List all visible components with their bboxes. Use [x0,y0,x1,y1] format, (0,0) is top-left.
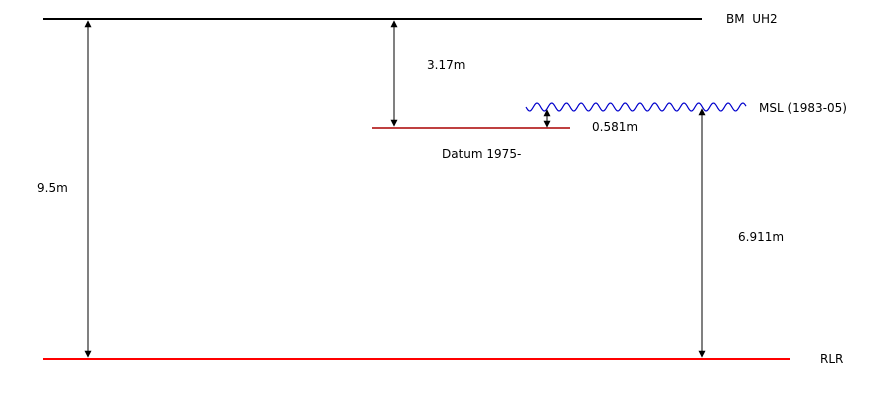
datum-to-msl-measurement: 0.581m [592,120,638,134]
benchmark-label: BM UH2 [726,12,778,26]
datum-label: Datum 1975- [442,147,521,161]
msl-label: MSL (1983-05) [759,101,847,115]
rlr-label: RLR [820,352,843,366]
msl-wave-line [525,102,747,112]
bm-to-datum-measurement: 3.17m [427,58,465,72]
bm-to-rlr-measurement: 9.5m [37,181,68,195]
msl-to-rlr-measurement: 6.911m [738,230,784,244]
